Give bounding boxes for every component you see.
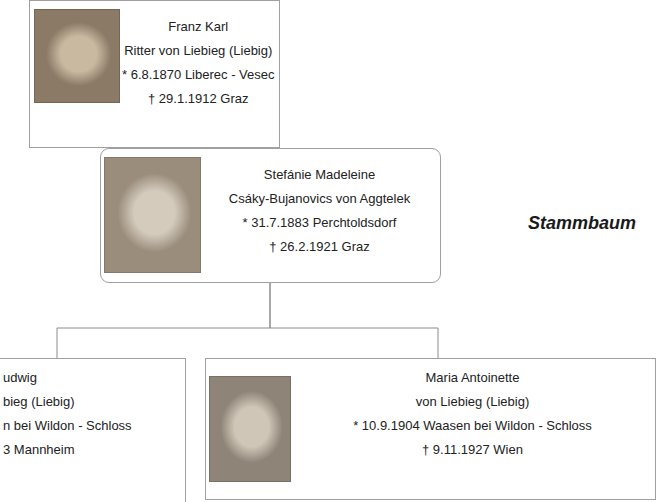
person-detail: Csáky-Bujanovics von Aggtelek	[203, 187, 436, 211]
person-detail: * 31.7.1883 Perchtoldsdorf	[203, 211, 436, 235]
person-detail: 3 Mannheim	[3, 438, 132, 462]
person-name: Stefánie Madeleine	[203, 163, 436, 187]
text-group: Maria Antoinettevon Liebieg (Liebig)* 10…	[294, 366, 651, 462]
person-detail: † 29.1.1912 Graz	[122, 87, 275, 111]
person-detail: * 10.9.1904 Waasen bei Wildon - Schloss	[294, 414, 651, 438]
person-box: Franz KarlRitter von Liebieg (Liebig)* 6…	[29, 0, 280, 148]
descent-line	[57, 283, 270, 358]
person-box: udwigbieg (Liebig)n bei Wildon - Schloss…	[0, 358, 186, 502]
person-detail: Ritter von Liebieg (Liebig)	[122, 39, 275, 63]
portrait-photo	[34, 9, 120, 103]
person-name: udwig	[3, 366, 132, 390]
person-name: Maria Antoinette	[294, 366, 651, 390]
text-group: Stefánie MadeleineCsáky-Bujanovics von A…	[203, 163, 436, 259]
portrait-photo	[104, 157, 201, 273]
person-detail: n bei Wildon - Schloss	[3, 414, 132, 438]
tree-title: Stammbaum	[528, 213, 636, 234]
descent-line	[270, 283, 438, 358]
person-box: Stefánie MadeleineCsáky-Bujanovics von A…	[100, 148, 441, 283]
person-box: Maria Antoinettevon Liebieg (Liebig)* 10…	[205, 358, 656, 500]
person-name: Franz Karl	[122, 15, 275, 39]
portrait-photo	[209, 376, 291, 482]
text-group: udwigbieg (Liebig)n bei Wildon - Schloss…	[3, 366, 132, 462]
text-group: Franz KarlRitter von Liebieg (Liebig)* 6…	[122, 15, 275, 111]
person-detail: † 9.11.1927 Wien	[294, 438, 651, 462]
person-detail: von Liebieg (Liebig)	[294, 390, 651, 414]
person-detail: † 26.2.1921 Graz	[203, 235, 436, 259]
person-detail: bieg (Liebig)	[3, 390, 132, 414]
person-detail: * 6.8.1870 Liberec - Vesec	[122, 63, 275, 87]
